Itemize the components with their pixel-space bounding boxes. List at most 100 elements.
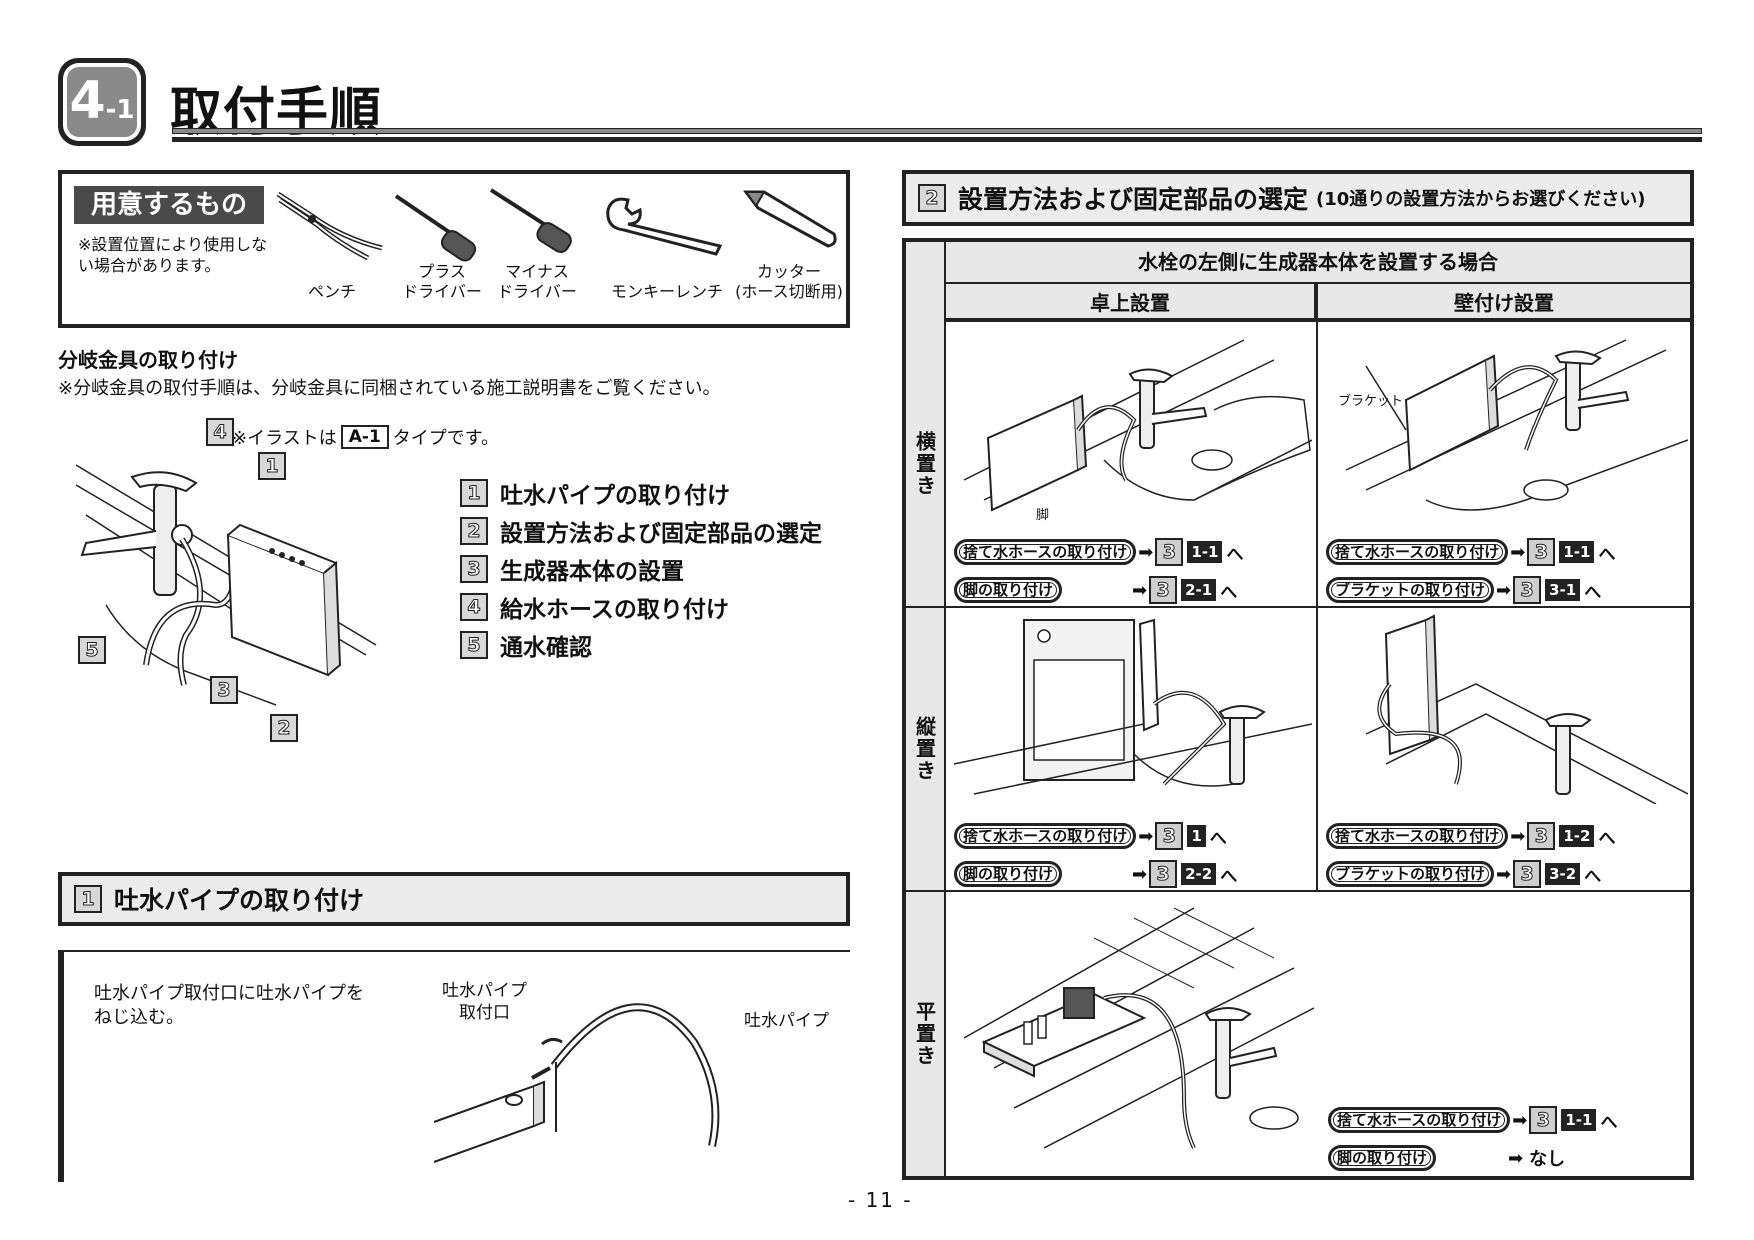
arrow-icon: ➡ bbox=[1510, 541, 1526, 563]
step-text: 吐水パイプの取り付け bbox=[500, 483, 730, 509]
branch-heading: 分岐金具の取り付け bbox=[58, 348, 238, 372]
tools-box: 用意するもの ※設置位置により使用しない場合があります。 ペンチ プラス ドライ… bbox=[58, 170, 850, 328]
wrench-icon bbox=[606, 197, 723, 256]
section1-instruction: 吐水パイプ取付口に吐水パイプを ねじ込む。 bbox=[94, 982, 364, 1030]
illustration-note: ※イラストは A-1 タイプです。 bbox=[232, 424, 499, 450]
step-row: 捨て水ホースの取り付け ➡ 3 1-1 へ bbox=[954, 538, 1243, 566]
step-ref: 1-1 bbox=[1559, 541, 1595, 563]
tool-cutter: カッター (ホース切断用) bbox=[730, 186, 848, 326]
callout-1: 1 bbox=[258, 452, 286, 480]
tool-label-1: プラス bbox=[418, 262, 466, 281]
arrow-icon: ➡ bbox=[1138, 541, 1154, 563]
section1-body: 吐水パイプ取付口に吐水パイプを ねじ込む。 吐水パイプ 取付口 吐水パイプ bbox=[58, 950, 850, 1182]
bracket-label: ブラケット bbox=[1338, 394, 1404, 409]
table-title: 水栓の左側に生成器本体を設置する場合 bbox=[946, 242, 1690, 284]
step-pill: 脚の取り付け bbox=[954, 577, 1063, 603]
section2-header: 2 設置方法および固定部品の選定 (10通りの設置方法からお選びください) bbox=[902, 170, 1694, 226]
step-list: 1 吐水パイプの取り付け 2 設置方法および固定部品の選定 3 生成器本体の設置… bbox=[460, 474, 822, 664]
step-suffix: へ bbox=[1584, 866, 1602, 887]
step-pill: 捨て水ホースの取り付け bbox=[1326, 823, 1509, 849]
step-suffix: へ bbox=[1226, 544, 1244, 565]
step-number: 2 bbox=[460, 517, 488, 545]
illustration-note-post: タイプです。 bbox=[392, 428, 499, 449]
step-number: 4 bbox=[460, 593, 488, 621]
step-ref: 1-1 bbox=[1561, 1109, 1597, 1131]
step-row: 捨て水ホースの取り付け ➡ 3 1-2 へ bbox=[1326, 822, 1615, 850]
step-number: 3 bbox=[1513, 576, 1542, 604]
tool-wrench: モンキーレンチ bbox=[602, 186, 732, 326]
tool-label-1: カッター bbox=[756, 262, 821, 281]
tool-label-2: (ホース切断用) bbox=[735, 282, 843, 301]
step-number: 3 bbox=[1527, 538, 1556, 566]
cutter-icon bbox=[743, 190, 837, 248]
step-suffix: へ bbox=[1584, 582, 1602, 603]
step-row: ブラケットの取り付け ➡ 3 3-1 へ bbox=[1326, 576, 1601, 604]
port-label-line-1: 吐水パイプ bbox=[442, 981, 527, 1001]
col-header-wall: 壁付け設置 bbox=[1318, 284, 1690, 322]
step-list-item: 4 給水ホースの取り付け bbox=[460, 588, 822, 626]
step-row: 脚の取り付け ➡ なし bbox=[1328, 1144, 1565, 1172]
hira-illustration bbox=[963, 907, 1315, 1149]
arrow-icon: ➡ bbox=[1512, 1109, 1528, 1131]
leg-label: 脚 bbox=[1036, 508, 1050, 523]
tool-label-2: ドライバー bbox=[497, 282, 577, 301]
tool-label-1: マイナス bbox=[505, 262, 569, 281]
section2-title: 設置方法および固定部品の選定 bbox=[958, 185, 1309, 214]
section1-number: 1 bbox=[74, 885, 102, 913]
step-ref: 3-2 bbox=[1545, 863, 1581, 885]
tools-title: 用意するもの bbox=[74, 186, 264, 224]
tool-phillips: プラス ドライバー bbox=[392, 186, 492, 326]
step-suffix: へ bbox=[1220, 582, 1238, 603]
arrow-icon: ➡ bbox=[1510, 825, 1526, 847]
step-pill: 脚の取り付け bbox=[954, 861, 1063, 887]
step-number: 1 bbox=[460, 479, 488, 507]
flathead-screwdriver-icon bbox=[489, 188, 572, 253]
step-list-item: 5 通水確認 bbox=[460, 626, 822, 664]
illustration-note-pre: ※イラストは bbox=[232, 428, 337, 449]
section-badge-sub: -1 bbox=[105, 95, 135, 125]
step-pill: ブラケットの取り付け bbox=[1326, 577, 1495, 603]
row-divider bbox=[946, 890, 1690, 892]
step-suffix: へ bbox=[1600, 1112, 1618, 1133]
step-list-item: 3 生成器本体の設置 bbox=[460, 550, 822, 588]
step-number: 5 bbox=[460, 631, 488, 659]
step-pill: ブラケットの取り付け bbox=[1326, 861, 1495, 887]
pipe-label: 吐水パイプ bbox=[744, 1011, 829, 1031]
arrow-icon: ➡ bbox=[1508, 1147, 1524, 1169]
section2-number: 2 bbox=[918, 184, 946, 212]
page-number: - 11 - bbox=[848, 1188, 913, 1212]
step-row: 捨て水ホースの取り付け ➡ 3 1 へ bbox=[954, 822, 1227, 850]
instruction-line-1: 吐水パイプ取付口に吐水パイプを bbox=[94, 983, 364, 1004]
step-number: 3 bbox=[1527, 822, 1556, 850]
arrow-icon: ➡ bbox=[1138, 825, 1154, 847]
step-ref: 1-2 bbox=[1559, 825, 1595, 847]
step-text: 給水ホースの取り付け bbox=[500, 597, 729, 623]
step-list-item: 1 吐水パイプの取り付け bbox=[460, 474, 822, 512]
step-number: 3 bbox=[1155, 538, 1184, 566]
step-suffix: へ bbox=[1598, 828, 1616, 849]
yoko-wall-illustration bbox=[1345, 339, 1688, 511]
tool-label-2: ペンチ bbox=[307, 282, 356, 301]
step-ref: 1 bbox=[1187, 825, 1206, 847]
section2-subtitle: (10通りの設置方法からお選びください) bbox=[1316, 189, 1646, 210]
step-ref: 1-1 bbox=[1187, 541, 1223, 563]
step-number: 3 bbox=[1513, 860, 1542, 888]
step-none: なし bbox=[1529, 1149, 1566, 1170]
row-header-yoko: 横置き bbox=[906, 322, 946, 606]
step-row: 脚の取り付け ➡ 3 2-1 へ bbox=[954, 576, 1237, 604]
phillips-screwdriver-icon bbox=[394, 194, 477, 262]
step-ref: 2-1 bbox=[1181, 579, 1217, 601]
arrow-icon: ➡ bbox=[1496, 863, 1512, 885]
step-text: 通水確認 bbox=[500, 635, 592, 661]
section1-title: 吐水パイプの取り付け bbox=[114, 886, 365, 915]
installation-illustration bbox=[75, 455, 436, 755]
table-corner bbox=[906, 242, 946, 322]
step-pill: 捨て水ホースの取り付け bbox=[954, 539, 1137, 565]
step-ref: 3-1 bbox=[1545, 579, 1581, 601]
tools-note: ※設置位置により使用しない場合があります。 bbox=[78, 235, 268, 275]
row-header-text: 横置き bbox=[912, 431, 937, 497]
row-divider bbox=[946, 606, 1690, 608]
step-row: 捨て水ホースの取り付け ➡ 3 1-1 へ bbox=[1326, 538, 1615, 566]
tate-table-illustration bbox=[954, 618, 1312, 795]
pipe-illustration bbox=[434, 1003, 720, 1163]
